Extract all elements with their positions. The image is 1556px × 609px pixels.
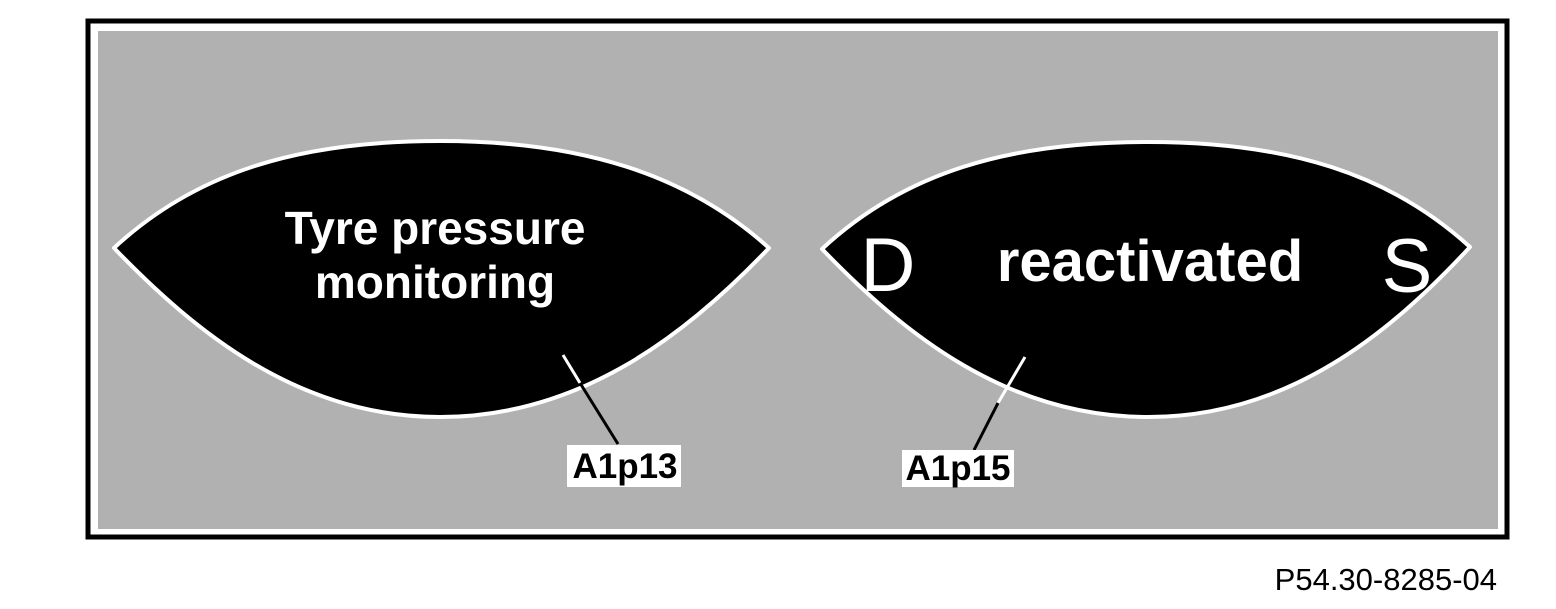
left-display-lens (112, 139, 771, 419)
callout-label-a1p13: A1p13 (572, 447, 677, 486)
left-display-message-line2: monitoring (315, 256, 555, 308)
right-display-callout: A1p15 (902, 356, 1027, 488)
leader-line-outer (578, 382, 620, 445)
left-display-callout: A1p13 (561, 354, 681, 487)
callout-box (902, 450, 1014, 487)
leader-line-outer (972, 402, 1000, 451)
right-display: D reactivated S (820, 140, 1472, 419)
leader-line-inner (996, 356, 1027, 404)
right-display-left-indicator: D (861, 223, 916, 308)
callout-box (567, 445, 681, 487)
left-display: Tyre pressure monitoring (112, 139, 771, 419)
leader-line-inner (561, 354, 582, 384)
right-display-right-indicator: S (1382, 224, 1433, 309)
figure-number: P54.30-8285-04 (1275, 562, 1497, 597)
right-display-lens (820, 140, 1472, 419)
callout-label-a1p15: A1p15 (905, 449, 1010, 488)
right-display-message: reactivated (997, 229, 1303, 294)
left-display-message-line1: Tyre pressure (285, 202, 586, 254)
